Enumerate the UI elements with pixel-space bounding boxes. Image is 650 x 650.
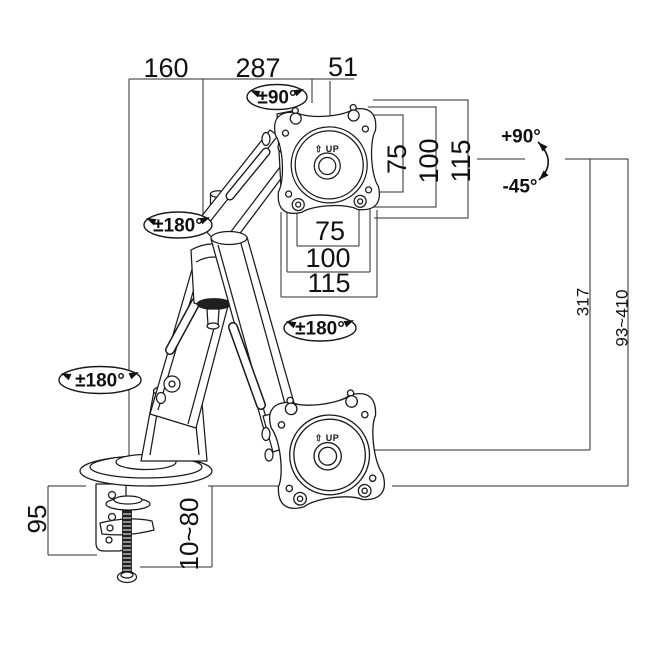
up-marking-upper: ⇧ UP xyxy=(315,144,340,154)
base-pedestal xyxy=(79,453,213,487)
dim-top-offset: 160 xyxy=(143,53,188,83)
dim-vesa-v-100: 100 xyxy=(414,138,444,183)
rotation-tilt-down: -45° xyxy=(502,177,537,198)
dimension-labels: 160 287 51 75 100 115 75 100 115 317 93~… xyxy=(22,52,632,571)
dim-head-offset: 51 xyxy=(328,52,358,82)
dim-vesa-h-75: 75 xyxy=(315,216,345,246)
vesa-plate-upper xyxy=(272,102,381,215)
dim-vesa-h-100: 100 xyxy=(305,243,350,273)
dim-arm-reach: 287 xyxy=(235,53,280,83)
dim-vesa-v-75: 75 xyxy=(382,144,412,174)
vesa-plate-lower xyxy=(266,386,387,511)
up-marking-lower: ⇧ UP xyxy=(315,433,340,443)
dim-height-range: 93~410 xyxy=(613,289,632,346)
dim-clamp-height: 95 xyxy=(22,505,52,534)
rotation-head-swivel: ±90° xyxy=(257,88,296,109)
rotation-annotations: ±90° ±180° ±180° ±180° +90° -45° xyxy=(58,83,550,395)
upper-forearm xyxy=(196,129,302,253)
dim-vesa-h-115: 115 xyxy=(307,268,350,298)
rotation-arm: ±180° xyxy=(295,319,345,340)
dim-vesa-v-115: 115 xyxy=(446,139,476,182)
dim-clamp-range: 10~80 xyxy=(174,497,204,570)
desk-clamp xyxy=(95,483,155,584)
rotation-base: ±180° xyxy=(75,371,125,392)
lower-forearm xyxy=(210,230,301,431)
rotation-elbow: ±180° xyxy=(153,216,203,237)
dim-height-travel: 317 xyxy=(574,288,593,316)
dimension-lines xyxy=(47,78,629,568)
rotation-tilt-up: +90° xyxy=(501,127,541,148)
